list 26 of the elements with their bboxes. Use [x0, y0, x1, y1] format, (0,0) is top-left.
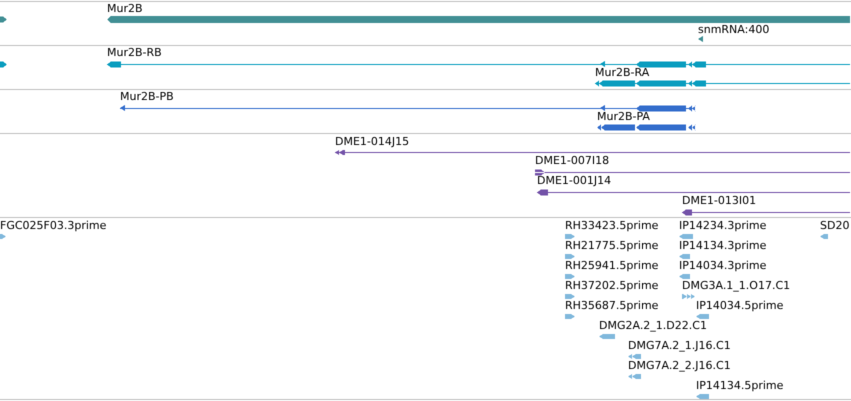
feature-label: DME1-007I18: [535, 154, 610, 167]
feature-label: FGC025F03.3prime: [0, 219, 106, 232]
feature-label: IP14034.3prime: [679, 259, 766, 272]
feature-label: RH37202.5prime: [565, 279, 658, 292]
feature-label: Mur2B: [107, 2, 143, 15]
feature-label: DMG2A.2_1.D22.C1: [599, 319, 707, 332]
feature-label: IP14034.5prime: [696, 299, 784, 312]
feature-label: RH35687.5prime: [565, 299, 658, 312]
feature-label: RH33423.5prime: [565, 219, 658, 232]
feature-label: SD20: [820, 219, 850, 232]
feature-label: DME1-013I01: [682, 194, 756, 207]
feature-label: Mur2B-RB: [107, 46, 162, 59]
feature-label: DMG7A.2_1.J16.C1: [628, 339, 731, 352]
feature-label: snmRNA:400: [698, 23, 770, 36]
feature-label: RH21775.5prime: [565, 239, 658, 252]
feature-label: IP14234.3prime: [679, 219, 766, 232]
feature-label: Mur2B-RA: [595, 66, 650, 79]
feature-label: DME1-014J15: [335, 135, 410, 148]
feature-label: DME1-001J14: [537, 174, 612, 187]
feature-label: IP14134.5prime: [696, 379, 784, 392]
feature-label: DMG3A.1_1.O17.C1: [682, 279, 790, 292]
feature-label: Mur2B-PB: [120, 90, 174, 103]
feature-label: IP14134.3prime: [679, 239, 766, 252]
feature-label: DMG7A.2_2.J16.C1: [628, 359, 731, 372]
feature-label: Mur2B-PA: [597, 110, 650, 123]
feature-label: RH25941.5prime: [565, 259, 658, 272]
